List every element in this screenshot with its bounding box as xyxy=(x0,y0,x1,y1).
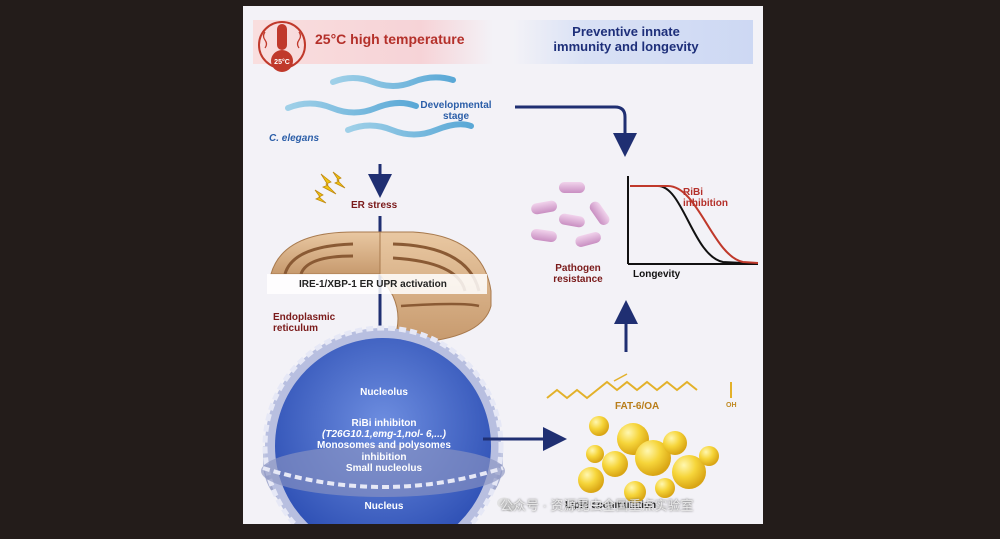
developmental-stage-line1: Developmental xyxy=(420,100,492,111)
developmental-stage-label: Developmental stage xyxy=(401,100,511,122)
nucleus-illustration xyxy=(261,325,505,524)
ribi-curve-label: RiBi inhibition xyxy=(683,187,728,209)
species-label: C. elegans xyxy=(269,133,320,144)
right-header-band xyxy=(513,20,753,64)
er-label-line1: Endoplasmic xyxy=(273,312,336,323)
ribi-genes: (T26G10.1,emg-1,nol- 6,...) xyxy=(322,429,446,441)
wechat-icon xyxy=(497,497,516,512)
longevity-plot xyxy=(627,176,759,265)
stage-to-longevity-arrow xyxy=(515,105,637,157)
thermometer-icon xyxy=(258,21,306,72)
watermark-text: 公众号 · 资源昆虫全国重点实验室 xyxy=(500,498,694,513)
double-bond xyxy=(613,373,628,382)
fat6-oa-label: FAT-6/OA xyxy=(615,401,660,412)
lightning-icon xyxy=(314,171,346,204)
ribi-survival-curve xyxy=(630,185,759,264)
ribi-line5: Small nucleolus xyxy=(345,462,423,474)
diagram-artwork xyxy=(253,20,759,524)
lipid-droplets xyxy=(578,416,719,503)
developmental-stage-line2: stage xyxy=(442,111,470,123)
c-elegans-worms xyxy=(285,74,474,138)
endoplasmic-reticulum-illustration xyxy=(267,231,492,343)
nucleolus-label: Nucleolus xyxy=(360,387,408,398)
header-right-line1: Preventive innate xyxy=(572,24,680,39)
pathogen-bacteria xyxy=(531,182,610,247)
nucleus-label: Nucleus xyxy=(364,501,404,512)
header-right-title: Preventive innate immunity and longevity xyxy=(511,24,741,54)
upr-activation-label: IRE-1/XBP-1 ER UPR activation xyxy=(299,279,447,290)
er-stress-label: ER stress xyxy=(351,200,398,211)
pathogen-line2: resistance xyxy=(553,274,603,286)
ribi-curve-line1: RiBi xyxy=(683,187,703,198)
pathogen-line1: Pathogen xyxy=(555,263,601,274)
thermometer-label: 25°C xyxy=(274,59,290,66)
header-left-title: 25°C high temperature xyxy=(315,31,465,47)
longevity-label: Longevity xyxy=(633,269,681,280)
ribi-inhibition-text: RiBi inhibiton (T26G10.1,emg-1,nol- 6,..… xyxy=(289,418,479,474)
lipid-accumulation-label: Lipid accumulation xyxy=(565,500,657,511)
header-right-line2: immunity and longevity xyxy=(553,38,699,54)
ribi-line3: Monosomes and polysomes xyxy=(317,440,451,452)
ribi-curve-line2: inhibition xyxy=(683,198,728,210)
ribi-line4: inhibition xyxy=(361,451,407,463)
graphical-abstract-panel: 25°C high temperature Preventive innate … xyxy=(243,6,763,524)
oleic-acid-chain xyxy=(546,380,698,400)
er-label-line2: reticulum xyxy=(273,323,319,335)
oh-label: OH xyxy=(726,402,737,409)
pathogen-resistance-label: Pathogen resistance xyxy=(533,263,623,285)
ribi-line1: RiBi inhibiton xyxy=(351,418,417,429)
left-header-band xyxy=(253,20,493,64)
endoplasmic-reticulum-label: Endoplasmic reticulum xyxy=(273,312,335,334)
